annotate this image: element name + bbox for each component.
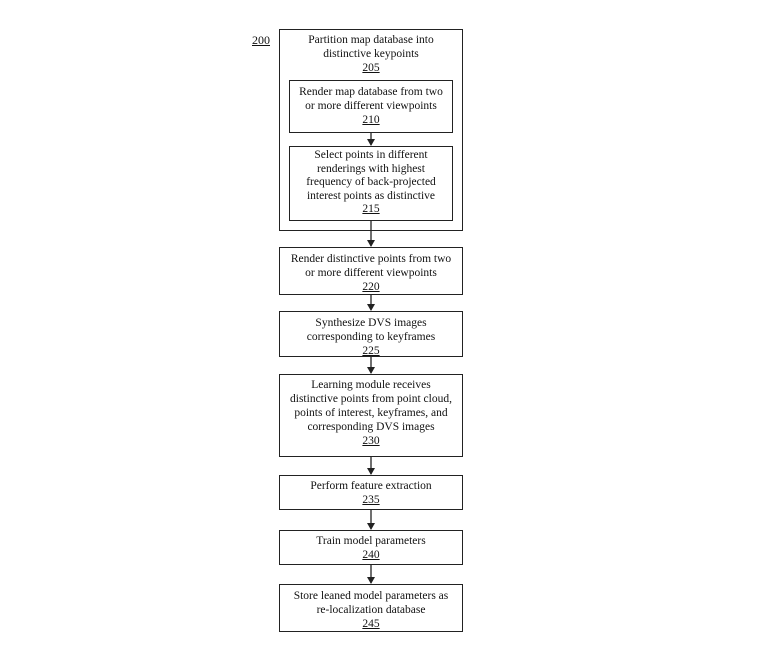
step-245-box: Store leaned model parameters as re-loca… bbox=[279, 584, 463, 632]
step-225-ref: 225 bbox=[362, 345, 380, 357]
step-230-text: Learning module receives distinctive poi… bbox=[290, 379, 452, 433]
step-225-box: Synthesize DVS images corresponding to k… bbox=[279, 311, 463, 357]
step-215-ref: 215 bbox=[362, 203, 380, 215]
step-210-text: Render map database from two or more dif… bbox=[299, 86, 443, 112]
step-220-box: Render distinctive points from two or mo… bbox=[279, 247, 463, 295]
step-245-ref: 245 bbox=[362, 618, 380, 630]
step-245-text: Store leaned model parameters as re-loca… bbox=[293, 590, 449, 616]
step-210-ref: 210 bbox=[362, 114, 380, 126]
step-235-text: Perform feature extraction bbox=[310, 480, 432, 492]
step-220-ref: 220 bbox=[362, 281, 380, 293]
step-215-box: Select points in different renderings wi… bbox=[289, 146, 453, 221]
step-235-ref: 235 bbox=[362, 494, 380, 506]
step-220-text: Render distinctive points from two or mo… bbox=[290, 253, 452, 279]
step-240-box: Train model parameters 240 bbox=[279, 530, 463, 565]
step-215-text: Select points in different renderings wi… bbox=[306, 149, 436, 202]
step-205-ref: 205 bbox=[362, 62, 380, 74]
step-240-ref: 240 bbox=[362, 549, 380, 561]
step-240-text: Train model parameters bbox=[316, 535, 426, 547]
step-205-text: Partition map database into distinctive … bbox=[308, 34, 434, 60]
step-230-ref: 230 bbox=[362, 435, 380, 447]
step-210-box: Render map database from two or more dif… bbox=[289, 80, 453, 133]
step-225-text: Synthesize DVS images corresponding to k… bbox=[306, 317, 436, 343]
step-235-box: Perform feature extraction 235 bbox=[279, 475, 463, 510]
figure-reference-label: 200 bbox=[252, 33, 270, 47]
step-230-box: Learning module receives distinctive poi… bbox=[279, 374, 463, 457]
